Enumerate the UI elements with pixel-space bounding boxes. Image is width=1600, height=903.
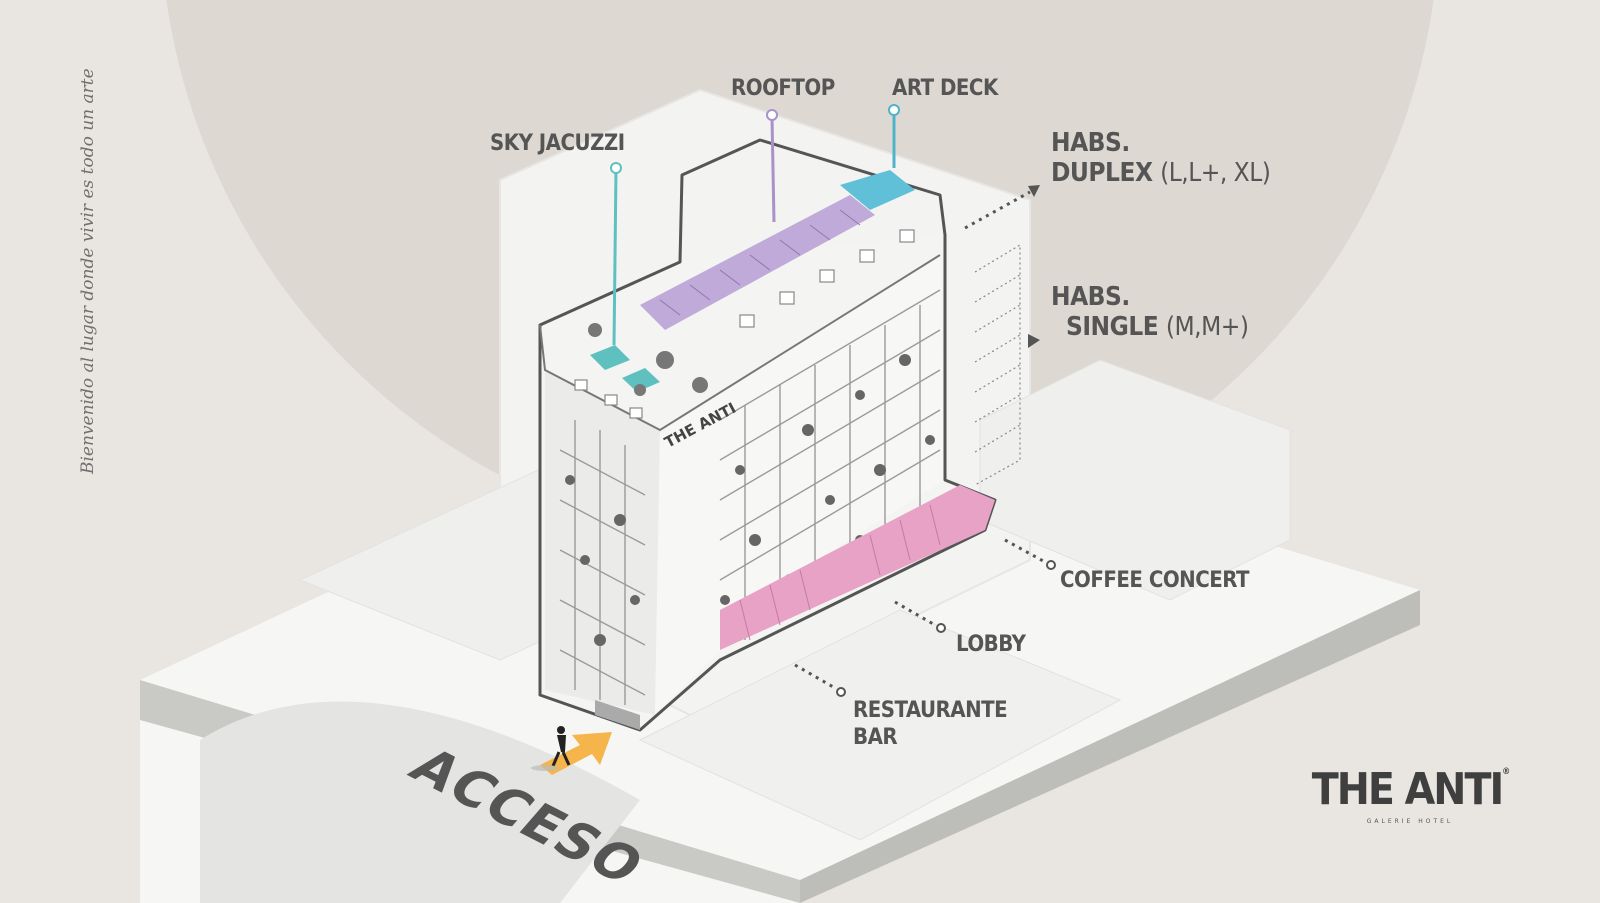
label-restaurante: RESTAURANTE: [853, 698, 1008, 723]
label-rooftop: ROOFTOP: [731, 76, 835, 101]
label-lobby: LOBBY: [956, 632, 1026, 657]
callout-rooftop: [766, 109, 778, 223]
sky-jacuzzi-pool: [590, 345, 630, 370]
callout-coffee-concert: [1004, 538, 1056, 570]
roof-edge: [539, 254, 941, 432]
logo-reg: ®: [1502, 767, 1510, 777]
rooftop-zone: [640, 195, 875, 330]
ground-floor-grid: [739, 504, 941, 641]
logo-sub: GALERIE HOTEL: [1366, 818, 1454, 825]
label-art-deck: ART DECK: [892, 76, 998, 101]
art-deck-pool: [840, 170, 915, 210]
access-arrow-icon: [540, 732, 612, 775]
tagline: Bienvenido al lugar donde vivir es todo …: [78, 68, 98, 474]
label-duplex-line2: DUPLEX: [1051, 158, 1153, 188]
callout-lobby: [894, 600, 946, 633]
person-icon: [531, 726, 571, 771]
front-windows: [719, 289, 941, 640]
entrance-steps: [595, 700, 640, 730]
block-edge-right: [800, 590, 1420, 903]
callout-single: [974, 243, 1040, 486]
label-sky-jacuzzi: SKY JACUZZI: [490, 131, 625, 156]
rooftop-plants: [588, 323, 708, 396]
callout-duplex: [964, 185, 1040, 230]
callout-restaurante: [794, 663, 846, 697]
callout-sky-jacuzzi: [610, 162, 622, 346]
hotel-logo: THE ANTI® GALERIE HOTEL: [1310, 767, 1511, 826]
label-duplex-line1: HABS.: [1051, 128, 1130, 158]
neighbour-front: [638, 609, 1122, 841]
side-windows: [559, 420, 646, 705]
callout-art-deck: [888, 104, 900, 168]
hotel-side-facade: [545, 370, 660, 715]
logo-main: THE ANTI: [1311, 764, 1504, 815]
ground-floor-zone: [720, 485, 995, 650]
label-single: SINGLE (M,M+): [1066, 314, 1249, 340]
label-single-line1: HABS.: [1051, 282, 1130, 312]
rooftop-pergola: [659, 209, 861, 316]
label-bar: BAR: [853, 725, 898, 750]
dormer-windows: [574, 229, 915, 419]
label-single-line2: SINGLE: [1066, 312, 1159, 342]
plants-side: [565, 475, 640, 646]
label-duplex-sizes: (L,L+, XL): [1160, 158, 1271, 188]
label-single-sizes: (M,M+): [1165, 312, 1249, 342]
label-coffee-concert: COFFEE CONCERT: [1060, 568, 1250, 593]
label-duplex: DUPLEX (L,L+, XL): [1051, 158, 1271, 188]
street-road: [200, 701, 640, 903]
sky-jacuzzi-pool-2: [622, 368, 660, 392]
